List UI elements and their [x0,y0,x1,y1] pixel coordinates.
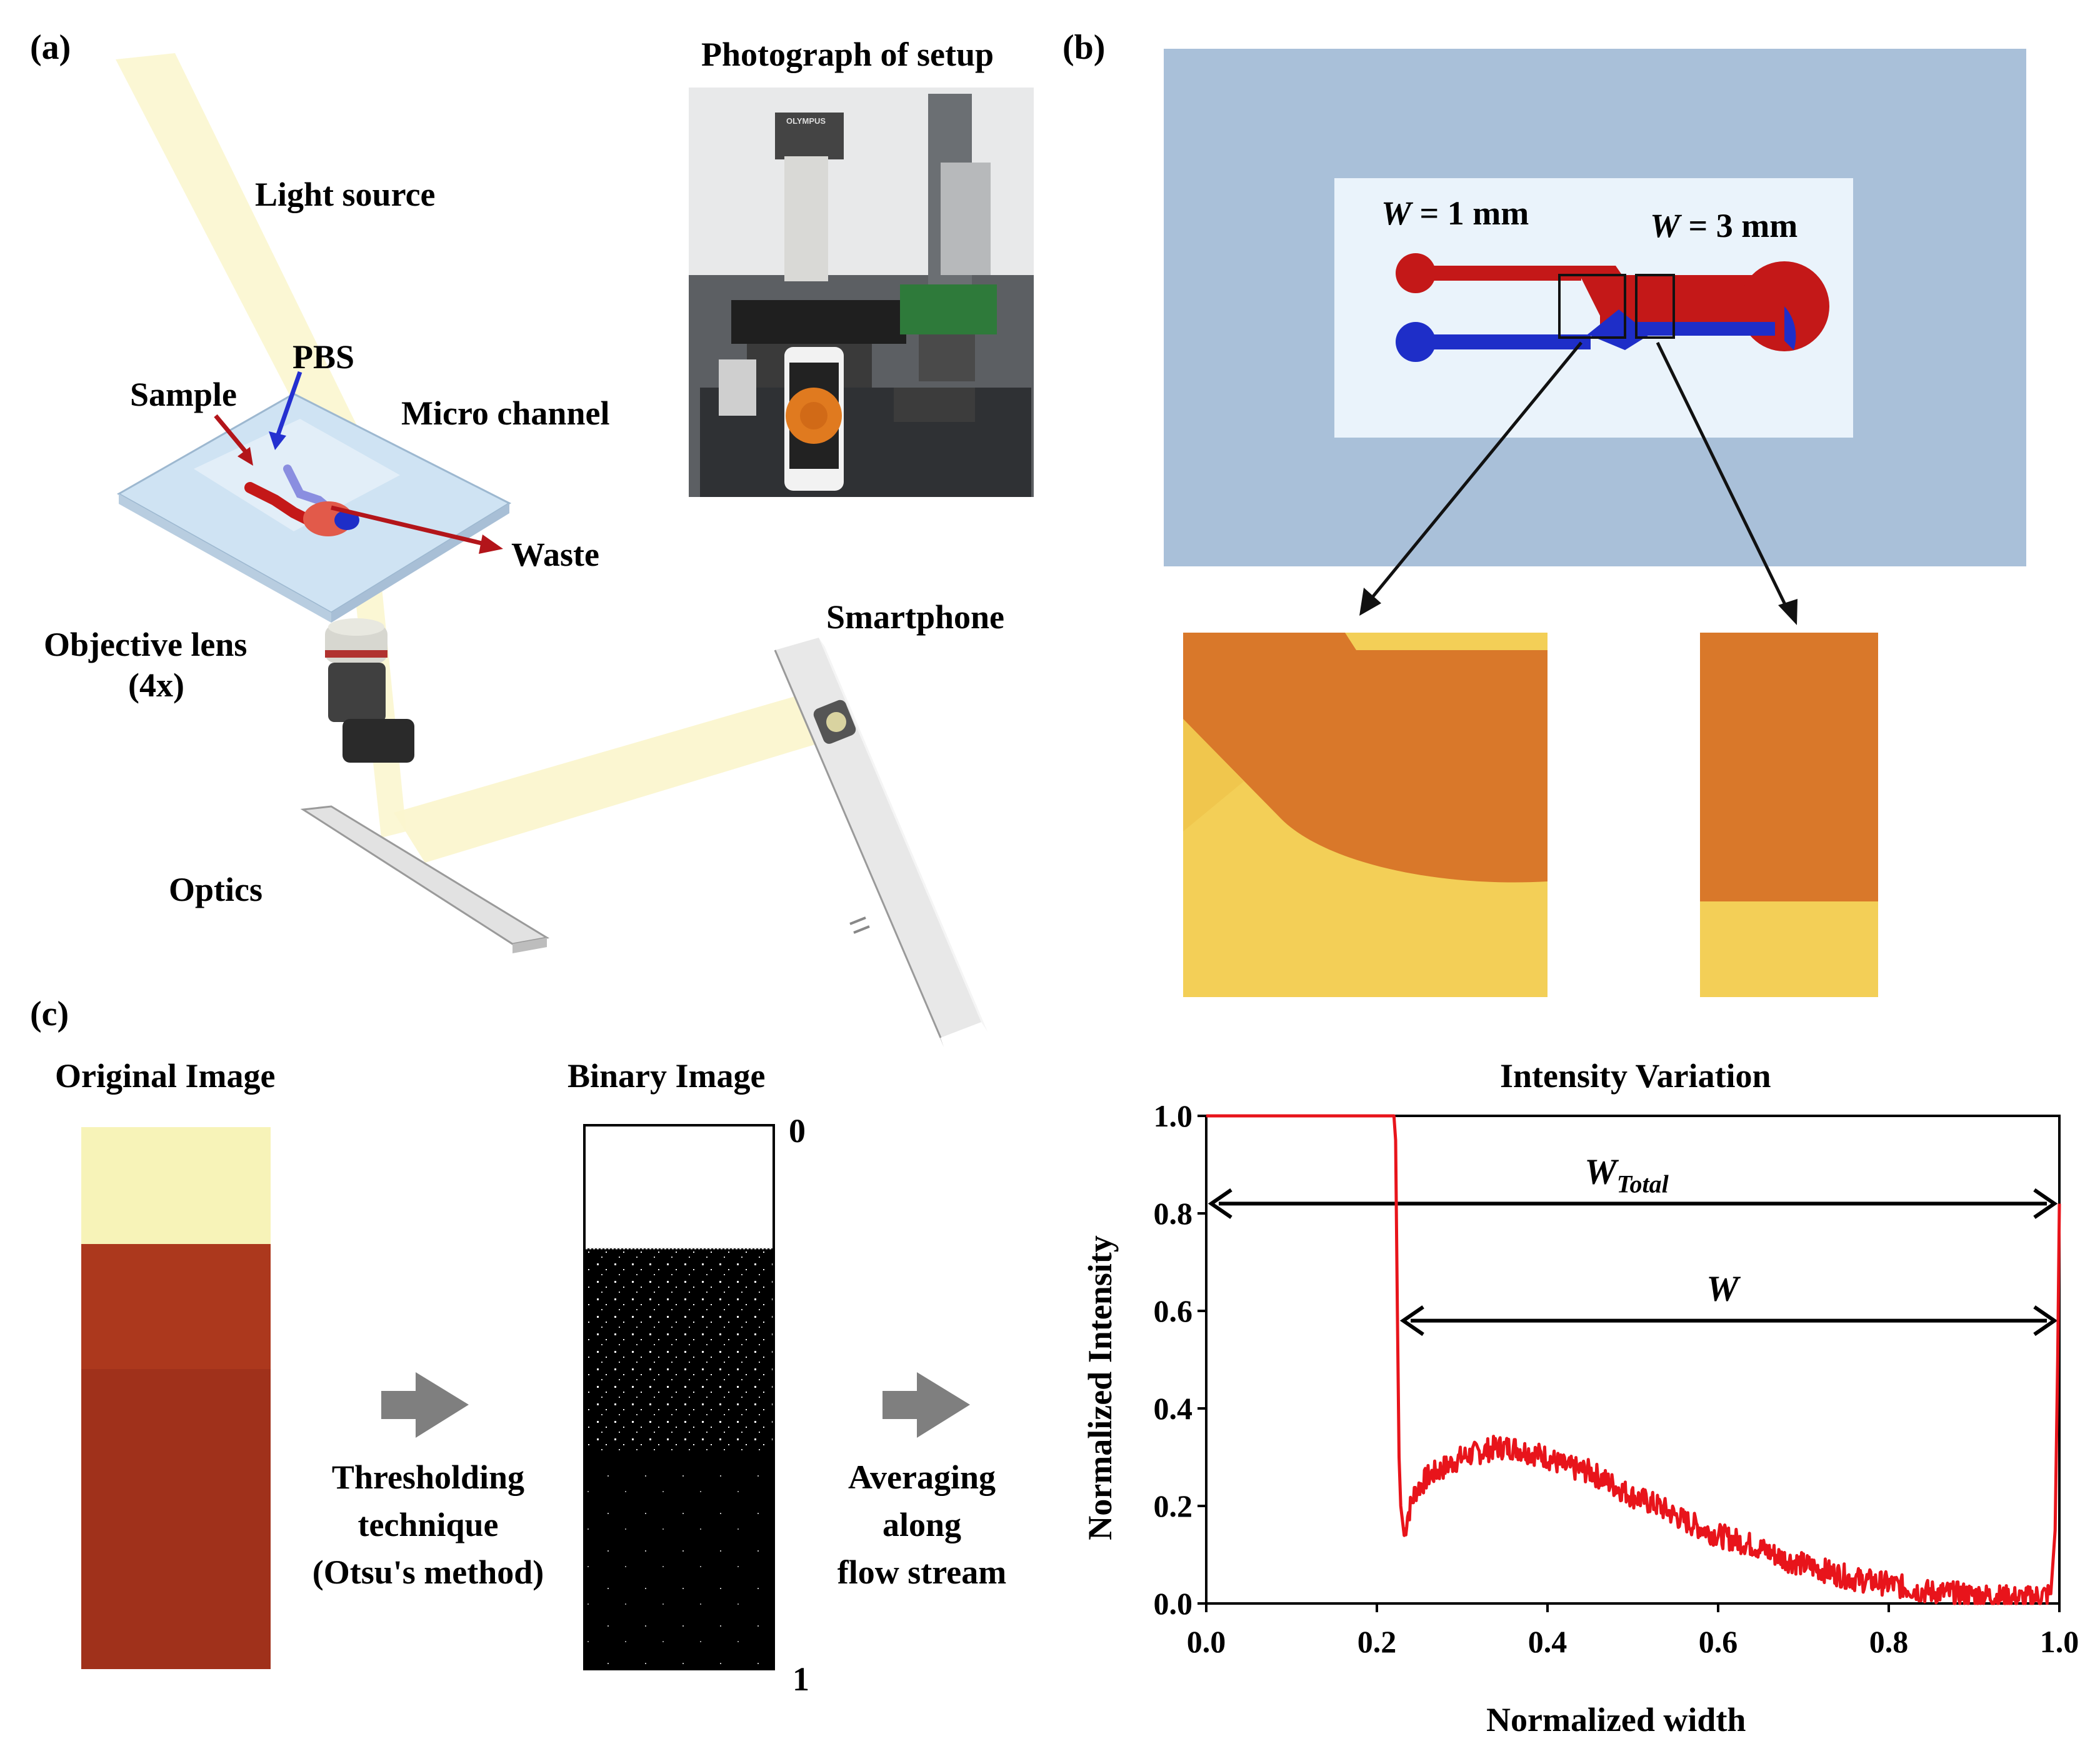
averaging-line-3: flow stream [837,1553,1007,1591]
waste-arrow [331,505,503,554]
averaging-line-1: Averaging [848,1458,996,1496]
thresholding-arrow [381,1372,469,1438]
waste-label: Waste [511,536,599,573]
y-tick-label: 0.4 [1154,1391,1193,1426]
y-tick-label: 0.8 [1154,1196,1193,1231]
magnification-label: (4x) [128,666,184,704]
sample-arrow [214,414,253,466]
thresholding-line-1: Thresholding [331,1458,525,1496]
thresholding-line-3: (Otsu's method) [312,1553,544,1591]
zoom-box-2 [1635,274,1675,339]
zoomed-stream-image [1700,633,1878,997]
binary-top-value: 0 [789,1112,806,1150]
x-tick-label: 0.6 [1699,1624,1738,1659]
panel-label-c: (c) [30,995,69,1033]
optics-label: Optics [169,871,263,908]
y-tick-label: 1.0 [1154,1098,1193,1133]
panel-label-a: (a) [30,28,71,67]
averaging-arrow [882,1372,970,1438]
original-image [81,1127,271,1669]
smartphone-device [774,638,988,1047]
sample-label: Sample [130,376,238,413]
micro-channel-label: Micro channel [401,394,610,432]
photo-title: Photograph of setup [701,36,994,73]
thresholding-line-2: technique [358,1506,499,1543]
x-tick-label: 0.0 [1187,1624,1226,1659]
y-tick-label: 0.2 [1154,1488,1193,1523]
intensity-series-line [1206,1114,2061,1605]
y-tick-label: 0.6 [1154,1293,1193,1328]
width-1mm-value: = 1 mm [1411,194,1529,232]
phone-beam [394,688,838,863]
objective-lens-label: Objective lens [44,626,248,663]
panel-label-b: (b) [1062,28,1106,67]
width-1mm-label: W = 1 mm [1381,194,1529,233]
averaging-line-2: along [882,1506,962,1543]
light-source-label: Light source [255,176,436,213]
light-beam [116,53,375,481]
setup-photograph [689,88,1034,497]
thresholding-step: Thresholding technique (Otsu's method) [284,1453,572,1596]
objective-lens-icon [325,618,414,763]
chart-xlabel: Normalized width [1486,1701,1746,1738]
pbs-label: PBS [292,338,355,376]
width-1mm-var: W [1381,194,1412,232]
width-3mm-var: W [1650,207,1681,244]
binary-image [583,1124,775,1670]
plot-frame [1205,1115,2061,1605]
binary-image-title: Binary Image [568,1057,766,1095]
annotation-label: W [1706,1268,1741,1309]
x-tick-label: 0.8 [1869,1624,1909,1659]
annotation-label: WTotal [1584,1151,1669,1198]
optics-mirror [300,805,550,953]
width-3mm-value: = 3 mm [1680,207,1798,244]
x-tick-label: 1.0 [2040,1624,2079,1659]
y-tick-label: 0.0 [1154,1586,1193,1621]
averaging-step: Averaging along flow stream [800,1453,1044,1596]
binary-bottom-value: 1 [792,1660,809,1698]
x-tick-label: 0.2 [1358,1624,1397,1659]
pbs-arrow [269,371,302,450]
zoom-box-1 [1558,274,1626,339]
zoomed-junction-image [1183,633,1548,997]
width-3mm-label: W = 3 mm [1650,206,1798,245]
chart-title: Intensity Variation [1500,1057,1771,1095]
original-image-title: Original Image [55,1057,276,1095]
smartphone-label: Smartphone [826,598,1005,636]
w-arrow [1399,1305,2058,1337]
zoom-arrow-2 [1656,341,1798,625]
zoom-arrow-1 [1359,341,1582,616]
x-tick-label: 0.4 [1528,1624,1568,1659]
photo-brand: OLYMPUS [786,116,826,126]
w-total-arrow [1208,1188,2058,1219]
